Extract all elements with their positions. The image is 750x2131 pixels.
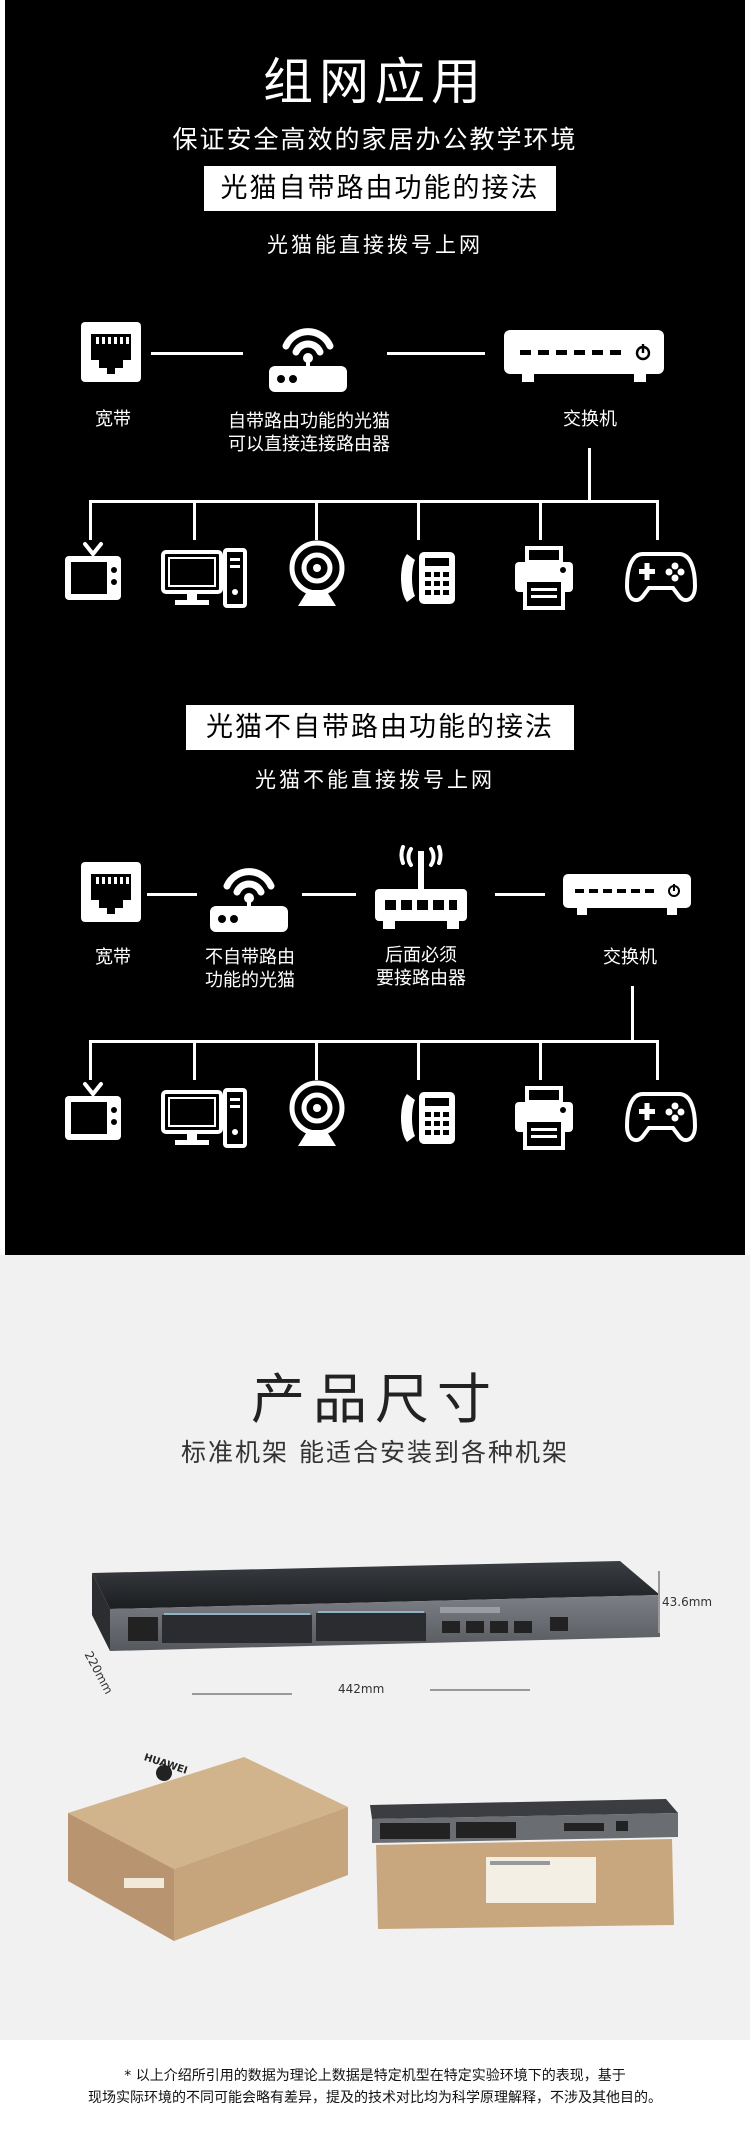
- tree-drop-line: [417, 500, 420, 540]
- method1-modem-label-1: 自带路由功能的光猫: [228, 411, 390, 432]
- connector-line: [302, 893, 356, 896]
- method1-desc: 光猫能直接拨号上网: [267, 233, 483, 257]
- tv-icon: [65, 542, 121, 600]
- computer-icon: [161, 1088, 247, 1148]
- method1-switch-label: 交换机: [563, 409, 617, 430]
- webcam-icon: [289, 1080, 345, 1146]
- gamepad-icon: [624, 552, 698, 603]
- height-dimension-line: [658, 1571, 660, 1633]
- size-subtitle: 标准机架 能适合安装到各种机架: [181, 1438, 569, 1467]
- tree-drop-line: [656, 500, 659, 540]
- phone-icon: [401, 552, 455, 604]
- method2-modem-label-2: 功能的光猫: [205, 970, 295, 991]
- width-dimension-line: [430, 1689, 530, 1691]
- tree-trunk-line: [588, 448, 591, 502]
- tree-drop-line: [656, 1040, 659, 1080]
- height-dimension-label: 43.6mm: [662, 1595, 713, 1609]
- switch-on-box-image: [370, 1799, 678, 1929]
- method2-broadband-label: 宽带: [95, 947, 131, 968]
- switch-icon: [504, 330, 664, 382]
- tree-drop-line: [539, 500, 542, 540]
- ethernet-port-icon: [81, 322, 141, 382]
- tv-icon: [65, 1082, 121, 1140]
- product-size-section: 产品尺寸 标准机架 能适合安装到各种机架 442mm 43.6mm 220mm: [0, 1255, 750, 2040]
- method2-modem-label-1: 不自带路由: [205, 947, 295, 968]
- footnote: * 以上介绍所引用的数据为理论上数据是特定机型在特定实验环境下的表现，基于 现场…: [0, 2065, 750, 2109]
- connector-line: [151, 352, 243, 355]
- method2-router-label-1: 后面必须: [385, 945, 457, 966]
- switch-product-image: [92, 1561, 660, 1651]
- method2-desc: 光猫不能直接拨号上网: [255, 768, 495, 792]
- footnote-line-2: 现场实际环境的不同可能会略有差异，提及的技术对比均为科学原理解释，不涉及其他目的…: [88, 2090, 662, 2106]
- network-section: 组网应用 保证安全高效的家居办公教学环境 光猫自带路由功能的接法 光猫能直接拨号…: [5, 0, 745, 1255]
- ethernet-port-icon: [81, 862, 141, 922]
- tree-trunk-line: [631, 986, 634, 1042]
- network-title: 组网应用: [263, 53, 487, 111]
- printer-icon: [515, 1086, 573, 1150]
- size-title: 产品尺寸: [251, 1368, 499, 1431]
- method1-broadband-label: 宽带: [95, 409, 131, 430]
- method2-switch-label: 交换机: [603, 947, 657, 968]
- tree-drop-line: [417, 1040, 420, 1080]
- tree-drop-line: [315, 500, 318, 540]
- tree-branch-line: [89, 1040, 659, 1043]
- webcam-icon: [289, 540, 345, 606]
- phone-icon: [401, 1092, 455, 1144]
- tree-drop-line: [89, 500, 92, 540]
- computer-icon: [161, 548, 247, 608]
- width-dimension-label: 442mm: [338, 1682, 385, 1696]
- packaging-box-image: [68, 1757, 348, 1941]
- connector-line: [147, 893, 197, 896]
- tree-drop-line: [315, 1040, 318, 1080]
- method1-modem-label-2: 可以直接连接路由器: [228, 434, 390, 455]
- tree-drop-line: [193, 1040, 196, 1080]
- method1-banner: 光猫自带路由功能的接法: [204, 166, 556, 211]
- switch-icon: [563, 874, 691, 915]
- wifi-modem-icon: [210, 868, 288, 932]
- router-icon: [375, 845, 467, 929]
- width-dimension-line: [192, 1693, 292, 1695]
- wifi-modem-icon: [269, 328, 347, 392]
- connector-line: [495, 893, 545, 896]
- footnote-line-1: * 以上介绍所引用的数据为理论上数据是特定机型在特定实验环境下的表现，基于: [124, 2068, 626, 2084]
- gamepad-icon: [624, 1092, 698, 1143]
- tree-drop-line: [193, 500, 196, 540]
- printer-icon: [515, 546, 573, 610]
- method2-router-label-2: 要接路由器: [376, 968, 466, 989]
- tree-drop-line: [89, 1040, 92, 1080]
- connector-line: [387, 352, 485, 355]
- network-subtitle: 保证安全高效的家居办公教学环境: [172, 125, 578, 154]
- tree-drop-line: [539, 1040, 542, 1080]
- tree-branch-line: [89, 500, 659, 503]
- method2-banner: 光猫不自带路由功能的接法: [186, 705, 574, 750]
